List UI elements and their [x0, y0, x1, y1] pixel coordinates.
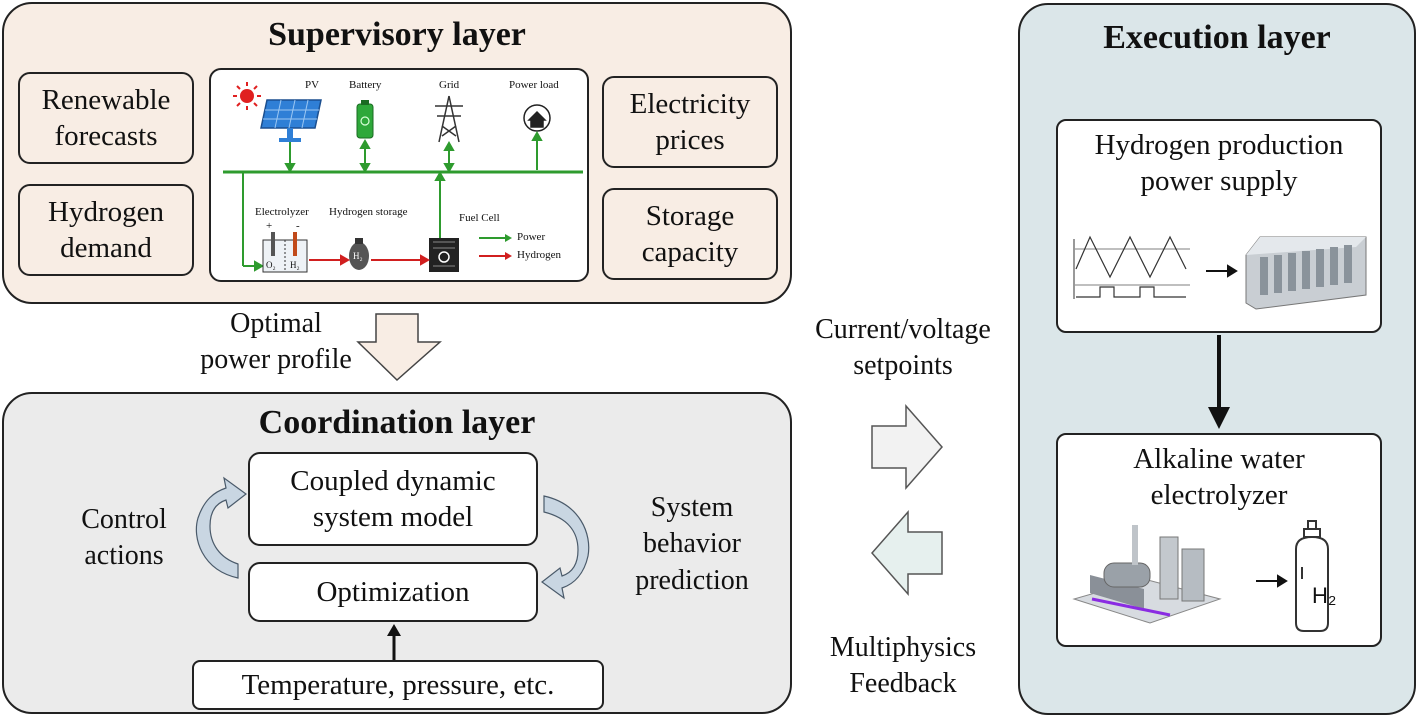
optimization-label: Optimization — [316, 575, 470, 608]
hydrogen-demand-box: Hydrogen demand — [18, 184, 194, 276]
electrolyzer-box-label: Alkaline water electrolyzer — [1133, 443, 1305, 512]
waveform-icon — [1073, 235, 1190, 299]
legend-power-label: Power — [517, 231, 546, 243]
hydrogen-storage-label: Hydrogen storage — [329, 206, 408, 218]
down-connector-arrow-icon — [1208, 335, 1230, 429]
control-actions-label: Control actions — [81, 504, 167, 572]
microgrid-diagram — [223, 82, 583, 273]
power-load-icon — [523, 104, 551, 132]
electrolyzer-plant-icon — [1072, 525, 1222, 624]
hydrogen-storage-icon — [349, 238, 369, 270]
power-supply-box: Hydrogen production power supply — [1056, 119, 1382, 333]
electrolyzer-box: Alkaline water electrolyzer H₂ — [1056, 433, 1382, 647]
supervisory-layer: Supervisory layer Renewable forecasts Hy… — [2, 2, 792, 304]
optimal-power-profile-label: Optimal power profile — [200, 308, 352, 376]
electrolyzer-icon — [262, 232, 308, 273]
coupled-model-label: Coupled dynamic system model — [290, 464, 496, 533]
coordination-layer: Coordination layer Coupled dynamic syste… — [2, 392, 792, 714]
multiphysics-feedback-label: Multiphysics Feedback — [829, 632, 977, 700]
electrolyzer-illustration — [1072, 520, 1329, 632]
renewable-forecasts-label: Renewable forecasts — [41, 83, 171, 152]
execution-layer-title: Execution layer — [1103, 19, 1331, 56]
execution-layer: Execution layer Hydrogen production powe… — [1018, 3, 1416, 715]
microgrid-schematic: PV Battery Grid Power load Electrolyzer … — [209, 68, 589, 282]
electrolyzer-plus-mark: + — [266, 220, 273, 232]
sun-icon — [233, 82, 261, 110]
up-arrow-icon — [387, 624, 401, 660]
pv-label: PV — [305, 79, 320, 91]
electricity-prices-label: Electricity prices — [629, 87, 751, 156]
grid-label: Grid — [439, 79, 460, 91]
prediction-curved-arrow — [541, 495, 590, 600]
power-supply-cabinet-icon — [1245, 236, 1367, 310]
power-load-label: Power load — [509, 79, 559, 91]
hydrogen-tank-icon — [1295, 520, 1329, 632]
fuel-cell-icon — [429, 238, 459, 272]
system-behavior-prediction-label: System behavior prediction — [635, 492, 749, 596]
fuel-cell-label: Fuel Cell — [459, 212, 500, 224]
right-arrow-icon — [871, 404, 943, 490]
grid-pylon-icon — [435, 95, 463, 143]
battery-icon — [356, 100, 374, 139]
down-arrow-icon — [356, 313, 442, 382]
tank-h2-label: H₂ — [1312, 583, 1337, 608]
legend-hydrogen-label: Hydrogen — [517, 249, 561, 261]
control-actions-curved-arrow — [195, 476, 247, 579]
measurements-box: Temperature, pressure, etc. — [192, 660, 604, 710]
electricity-prices-box: Electricity prices — [602, 76, 778, 168]
battery-label: Battery — [349, 79, 382, 91]
electrolyzer-o2-mark: O₂ — [266, 260, 276, 270]
left-arrow-icon — [871, 510, 943, 596]
legend — [479, 234, 512, 260]
coupled-model-box: Coupled dynamic system model — [248, 452, 538, 546]
storage-capacity-box: Storage capacity — [602, 188, 778, 280]
hydrogen-demand-label: Hydrogen demand — [48, 195, 164, 264]
electrolyzer-minus-mark: - — [296, 220, 300, 232]
power-supply-label: Hydrogen production power supply — [1094, 129, 1344, 198]
electrolyzer-h2-mark: H₂ — [290, 260, 300, 270]
storage-h2-mark: H₂ — [353, 251, 363, 261]
pv-panel-icon — [260, 99, 322, 142]
setpoints-label: Current/voltage setpoints — [815, 314, 991, 382]
optimization-box: Optimization — [248, 562, 538, 622]
electrolyzer-label: Electrolyzer — [255, 206, 309, 218]
measurements-label: Temperature, pressure, etc. — [241, 668, 555, 701]
renewable-forecasts-box: Renewable forecasts — [18, 72, 194, 164]
power-supply-illustration — [1073, 235, 1367, 310]
coordination-layer-title: Coordination layer — [258, 404, 536, 441]
supervisory-layer-title: Supervisory layer — [268, 16, 526, 53]
storage-capacity-label: Storage capacity — [641, 199, 739, 268]
